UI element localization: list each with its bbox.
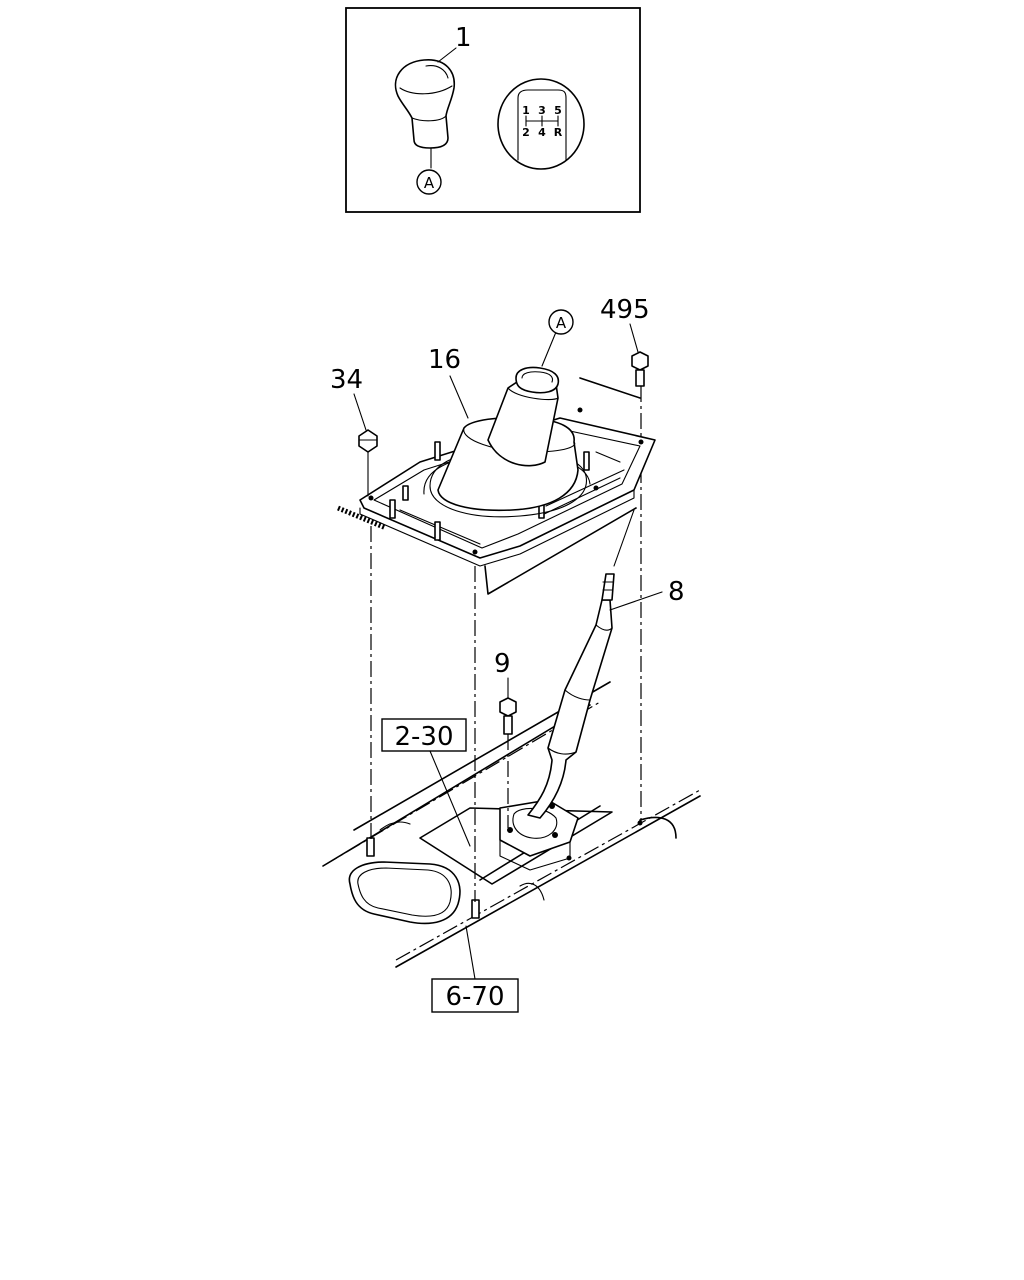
ref-a-main-marker: A [548, 309, 574, 335]
floor-tunnel-drawing [322, 681, 701, 968]
ref-box-2-30: 2-30 [381, 718, 471, 847]
callout-495: 495 [600, 295, 650, 325]
bolt-495-drawing [629, 323, 649, 440]
svg-text:6-70: 6-70 [445, 982, 504, 1012]
shift-boot-drawing [423, 331, 591, 518]
ref-a-detail-marker: A [416, 169, 442, 195]
svg-text:A: A [556, 314, 567, 332]
callout-1: 1 [455, 23, 472, 53]
shift-lever-drawing [527, 573, 663, 819]
svg-text:A: A [424, 174, 435, 192]
svg-text:R: R [554, 126, 563, 139]
bolt-9-drawing [499, 677, 517, 828]
detail-box: 1 A 1 3 5 2 4 R [345, 7, 641, 213]
shift-knob-drawing [394, 47, 457, 169]
callout-34: 34 [330, 365, 363, 395]
svg-text:2: 2 [522, 126, 530, 139]
svg-text:2-30: 2-30 [394, 722, 453, 752]
callout-9: 9 [494, 649, 511, 679]
svg-text:1: 1 [522, 104, 530, 117]
svg-text:4: 4 [538, 126, 546, 139]
floor-oval-opening [348, 861, 461, 925]
ref-box-6-70: 6-70 [431, 925, 519, 1013]
shift-pattern-medallion: 1 3 5 2 4 R [497, 78, 585, 170]
callout-16: 16 [428, 345, 461, 375]
nut-34-drawing [353, 393, 378, 497]
svg-text:3: 3 [538, 104, 546, 117]
callout-8: 8 [668, 577, 685, 607]
svg-text:5: 5 [554, 104, 562, 117]
